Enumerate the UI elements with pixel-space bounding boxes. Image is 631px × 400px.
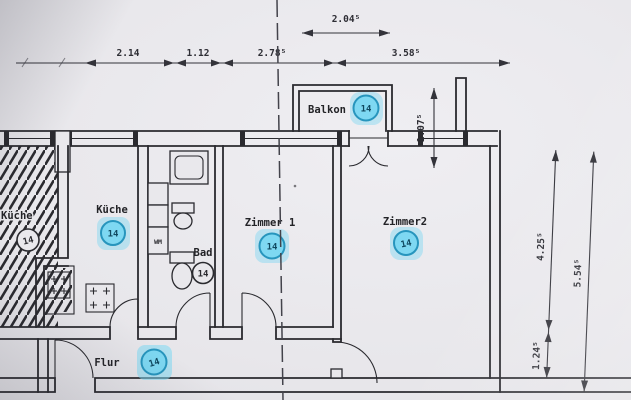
dim-label-top-2: 1.12 bbox=[187, 48, 210, 59]
balcony-walls bbox=[292, 84, 393, 132]
dim-label-right-lower: 1.24⁵ bbox=[531, 341, 543, 370]
unit-badge-kueche-value: 14 bbox=[108, 230, 119, 240]
room-label-balkon: Balkon bbox=[308, 104, 346, 116]
dim-label-top-1: 2.14 bbox=[117, 48, 140, 59]
unit-badge-flur: 14 bbox=[137, 345, 172, 380]
dim-label-balcony-side: 1.07⁵ bbox=[416, 114, 427, 143]
dim-label-top-3: 2.78⁵ bbox=[258, 48, 287, 59]
washing-machine-icon: WM bbox=[147, 182, 169, 255]
door-swing-entry bbox=[54, 339, 94, 379]
door-swing-bad bbox=[175, 292, 211, 328]
door-swing-zimmer1 bbox=[241, 292, 277, 328]
wc-icon bbox=[169, 251, 195, 290]
dim-label-top-4: 3.58⁵ bbox=[392, 48, 421, 59]
door-swing-zimmer2 bbox=[335, 341, 378, 384]
unit-badge-bad: 14 bbox=[191, 261, 215, 285]
unit-badge-neighbor-kueche: 14 bbox=[16, 228, 40, 252]
room-label-kueche: Küche bbox=[96, 204, 128, 216]
dimension-lines: 2.14 1.12 2.78⁵ 3.58⁵ 2.04⁵ 1.07⁵ 4.25⁵ … bbox=[16, 14, 597, 392]
room-label-zimmer1: Zimmer 1 bbox=[245, 217, 296, 229]
room-label-bad: Bad bbox=[194, 247, 213, 259]
unit-badge-zimmer2-value: 14 bbox=[400, 238, 413, 250]
photo-speck bbox=[293, 184, 297, 188]
unit-badge-zimmer1: 14 bbox=[255, 229, 289, 263]
section-fold-line bbox=[276, 0, 284, 400]
sink-icon bbox=[171, 202, 195, 230]
fixtures: WM bbox=[47, 150, 209, 313]
room-label-flur: Flur bbox=[94, 357, 119, 369]
dim-label-right-upper: 4.25⁵ bbox=[535, 232, 547, 261]
unit-badge-bad-value: 14 bbox=[198, 270, 209, 280]
hatched-neighbor-area bbox=[0, 146, 72, 327]
unit-badge-balkon: 14 bbox=[350, 92, 383, 125]
room-label-zimmer2: Zimmer2 bbox=[383, 216, 427, 228]
unit-badge-zimmer1-value: 14 bbox=[267, 243, 278, 253]
unit-badge-kueche: 14 bbox=[97, 217, 130, 250]
shower-icon bbox=[169, 150, 209, 185]
room-annotations: Küche 14 Bad 14 Zimmer 1 14 Zimmer2 14 B… bbox=[0, 92, 427, 380]
unit-badge-balkon-value: 14 bbox=[361, 105, 372, 115]
balcony-french-door bbox=[348, 145, 389, 167]
neighbor-balcony-wall bbox=[455, 77, 467, 132]
door-stop bbox=[330, 368, 343, 379]
washing-machine-label: WM bbox=[154, 238, 162, 246]
unit-badge-flur-value: 14 bbox=[148, 357, 162, 370]
dim-label-balcony-width: 2.04⁵ bbox=[332, 14, 361, 25]
doors bbox=[54, 145, 389, 384]
door-swing-kueche bbox=[109, 298, 139, 328]
room-label-neighbor-kueche: Küche bbox=[1, 210, 33, 222]
unit-badge-zimmer2: 14 bbox=[390, 227, 423, 260]
stove-icon bbox=[85, 283, 115, 313]
walls bbox=[0, 77, 631, 393]
neighbor-stove-icon bbox=[47, 271, 71, 299]
dim-label-right-total: 5.54⁵ bbox=[572, 259, 584, 288]
unit-badge-neighbor-kueche-value: 14 bbox=[22, 235, 35, 247]
